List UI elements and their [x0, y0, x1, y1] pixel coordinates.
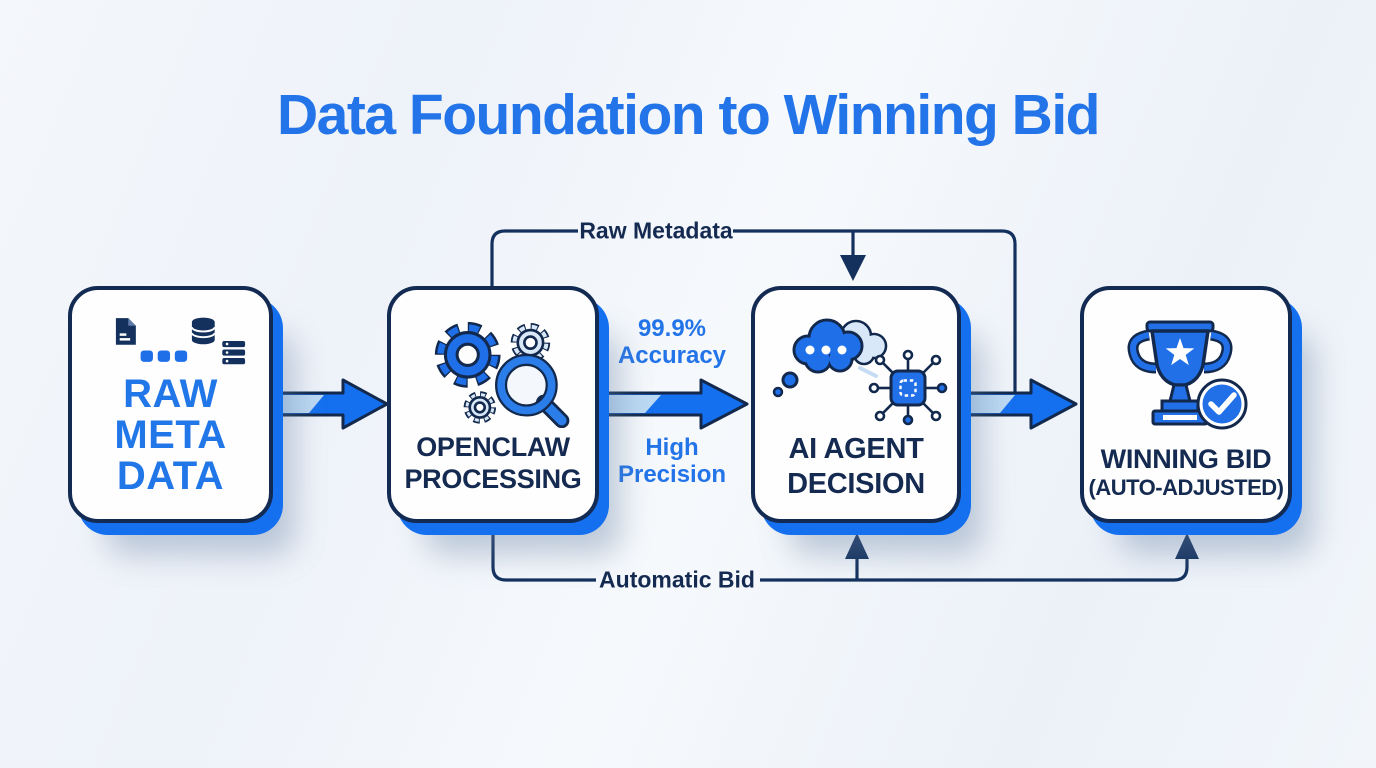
trophy-icon — [1127, 320, 1233, 426]
page-title: Data Foundation to Winning Bid — [277, 83, 1101, 147]
arrow-raw-to-openclaw-icon — [270, 378, 389, 430]
annotation-precision-line2: Precision — [617, 461, 727, 488]
gears-magnifier-icon — [434, 321, 570, 428]
annotation-accuracy-line1: 99.9% — [637, 315, 707, 343]
raw-data-sources-icon — [115, 317, 245, 365]
document-icon — [115, 318, 136, 346]
node-label-line: RAW — [123, 372, 218, 417]
node-label: OPENCLAW PROCESSING — [404, 432, 581, 496]
node-label-line: DECISION — [787, 467, 925, 500]
node-label-line: (AUTO-ADJUSTED) — [1088, 475, 1284, 501]
data-dots-icon — [140, 350, 187, 363]
arrowhead-down-icon — [840, 255, 866, 281]
node-label: AI AGENT DECISION — [787, 432, 925, 500]
annotation-precision-line1: High — [645, 434, 699, 462]
gear-small-bottom-icon — [463, 390, 497, 424]
node-label-line: PROCESSING — [404, 463, 582, 494]
annotation-precision: High Precision — [617, 434, 727, 489]
node-label-line: WINNING BID — [1100, 443, 1272, 474]
node-label-line: AI AGENT — [788, 433, 924, 466]
thought-cloud-icon — [772, 318, 878, 398]
magnifier-icon — [495, 353, 570, 428]
node-openclaw-processing: OPENCLAW PROCESSING — [387, 286, 599, 523]
flow-label-automatic-bid: Automatic Bid — [599, 566, 755, 593]
arrowhead-up-icon — [1175, 533, 1199, 559]
node-label-line: OPENCLAW — [416, 431, 570, 462]
node-ai-agent-decision: AI AGENT DECISION — [751, 286, 961, 523]
flow-label-raw-metadata: Raw Metadata — [579, 217, 733, 244]
node-label: RAW META DATA — [114, 374, 226, 496]
gear-small-top-icon — [510, 322, 551, 363]
thought-cloud-chip-icon — [772, 318, 948, 426]
trophy-check-icon — [1127, 320, 1248, 430]
gear-large-icon — [434, 321, 501, 388]
star-icon — [1165, 337, 1195, 365]
chip-icon — [868, 349, 948, 426]
arrow-ai-to-winning-icon — [961, 378, 1078, 430]
node-label-line: META — [114, 413, 227, 458]
annotation-accuracy-line2: Accuracy — [617, 342, 727, 369]
arrow-openclaw-to-ai-icon — [600, 378, 749, 430]
node-label: WINNING BID (AUTO-ADJUSTED) — [1089, 444, 1284, 502]
database-icon — [190, 317, 216, 345]
check-badge-icon — [1196, 378, 1248, 430]
server-list-icon — [221, 341, 245, 365]
node-winning-bid: WINNING BID (AUTO-ADJUSTED) — [1080, 286, 1292, 523]
node-label-line: DATA — [116, 453, 225, 498]
node-raw-meta-data: RAW META DATA — [68, 286, 273, 523]
annotation-accuracy: 99.9% Accuracy — [617, 315, 727, 370]
arrowhead-up-icon — [845, 533, 869, 559]
